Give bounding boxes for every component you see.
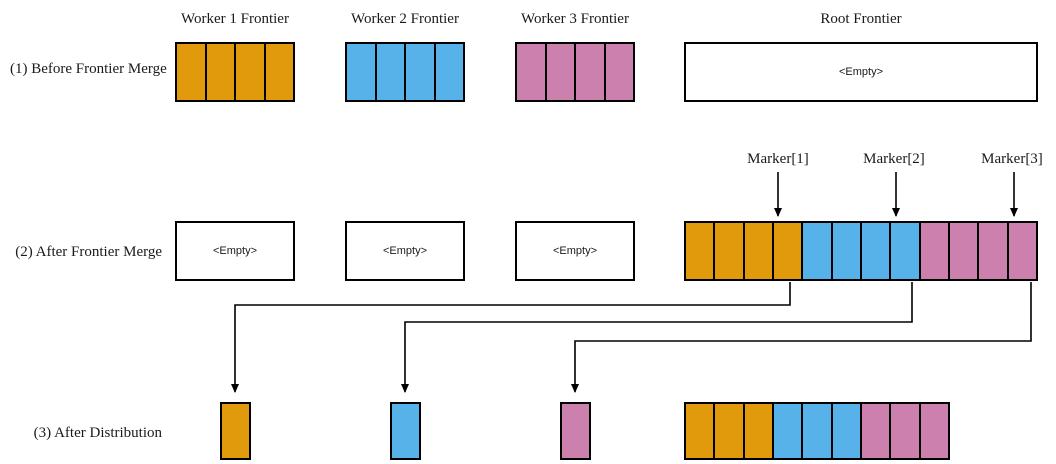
distribution-arrow-worker-3 xyxy=(571,282,1032,393)
empty-placeholder-text: <Empty> xyxy=(552,244,598,257)
frontier-cell xyxy=(435,44,463,100)
column-title-worker-3-frontier: Worker 3 Frontier xyxy=(521,11,629,27)
stage3-worker-3-frontier xyxy=(560,402,591,460)
column-title-worker-1-frontier: Worker 1 Frontier xyxy=(181,11,289,27)
stage1-worker-2-frontier xyxy=(345,42,465,102)
stage2-root-frontier-merged xyxy=(684,221,1038,281)
frontier-cell xyxy=(206,44,236,100)
marker-label-1: Marker[1] xyxy=(747,151,809,167)
frontier-cell xyxy=(562,404,589,458)
frontier-cell xyxy=(832,404,862,458)
frontier-cell xyxy=(517,44,547,100)
empty-placeholder-text: <Empty> xyxy=(838,65,884,78)
frontier-cell xyxy=(891,404,921,458)
marker-label-2: Marker[2] xyxy=(863,151,925,167)
frontier-cell xyxy=(222,404,249,458)
frontier-cell xyxy=(773,223,804,279)
frontier-cell xyxy=(686,404,716,458)
stage2-worker-2-frontier-empty: <Empty> xyxy=(345,221,465,281)
frontier-cell xyxy=(803,404,833,458)
stage2-worker-3-frontier-empty: <Empty> xyxy=(515,221,635,281)
stage3-worker-2-frontier xyxy=(390,402,421,460)
marker-label-3: Marker[3] xyxy=(981,151,1043,167)
row-label-after-distribution: (3) After Distribution xyxy=(33,425,162,441)
frontier-cell xyxy=(406,44,436,100)
column-title-root-frontier: Root Frontier xyxy=(820,11,902,27)
frontier-cell xyxy=(773,404,804,458)
row-label-before-frontier-merge: (1) Before Frontier Merge xyxy=(10,61,167,77)
frontier-cell xyxy=(376,44,406,100)
stage3-root-frontier xyxy=(684,402,950,460)
column-title-worker-2-frontier: Worker 2 Frontier xyxy=(351,11,459,27)
frontier-cell xyxy=(715,223,745,279)
frontier-cell xyxy=(920,404,948,458)
stage1-root-frontier-empty: <Empty> xyxy=(684,42,1038,102)
distribution-arrow-worker-2 xyxy=(401,282,913,393)
empty-placeholder-text: <Empty> xyxy=(382,244,428,257)
frontier-cell xyxy=(744,404,774,458)
frontier-cell xyxy=(832,223,862,279)
frontier-cell xyxy=(920,223,950,279)
frontier-cell xyxy=(686,223,716,279)
frontier-cell xyxy=(949,223,980,279)
row-label-after-frontier-merge: (2) After Frontier Merge xyxy=(15,244,162,260)
frontier-cell xyxy=(605,44,633,100)
frontier-cell xyxy=(347,44,377,100)
frontier-cell xyxy=(265,44,293,100)
frontier-cell xyxy=(392,404,419,458)
frontier-cell xyxy=(891,223,921,279)
stage2-worker-1-frontier-empty: <Empty> xyxy=(175,221,295,281)
frontier-cell xyxy=(861,404,892,458)
stage1-worker-3-frontier xyxy=(515,42,635,102)
stage1-worker-1-frontier xyxy=(175,42,295,102)
frontier-cell xyxy=(576,44,606,100)
frontier-cell xyxy=(236,44,266,100)
empty-placeholder-text: <Empty> xyxy=(212,244,258,257)
frontier-cell xyxy=(744,223,774,279)
stage3-worker-1-frontier xyxy=(220,402,251,460)
frontier-cell xyxy=(177,44,207,100)
frontier-cell xyxy=(546,44,576,100)
frontier-cell xyxy=(861,223,892,279)
distribution-arrow-worker-1 xyxy=(231,282,791,393)
frontier-cell xyxy=(979,223,1009,279)
frontier-cell xyxy=(1008,223,1036,279)
frontier-cell xyxy=(803,223,833,279)
frontier-cell xyxy=(715,404,745,458)
